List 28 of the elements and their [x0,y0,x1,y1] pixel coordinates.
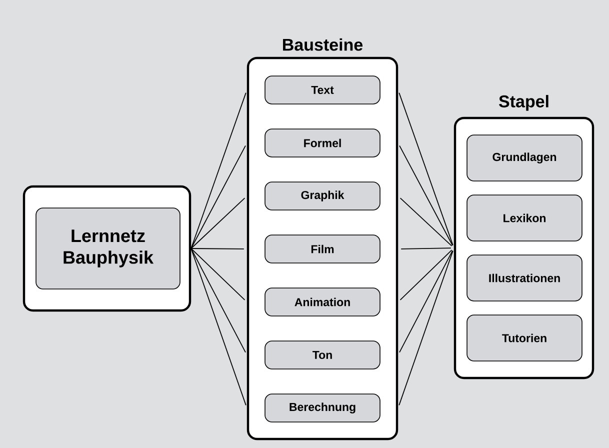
connector-line [190,248,246,353]
connector-line [400,248,452,250]
connector-line [190,145,246,249]
connector-line [190,248,246,300]
block-box: Lexikon [466,194,582,242]
block-box: Lernnetz Bauphysik [36,208,180,290]
connector-line [190,198,246,249]
block-box: Illustrationen [466,254,582,302]
block-box: Tutorien [466,314,582,362]
block-box: Film [264,234,380,264]
panel-title: Bausteine [283,38,363,51]
connector-line [190,248,246,406]
block-box: Formel [264,128,380,158]
block-box: Graphik [264,182,380,210]
connector-line [190,92,246,249]
connector-line [400,198,452,246]
block-box: Berechnung [264,394,380,422]
connector-line [399,145,453,246]
connector-line [190,248,244,250]
connector-line [400,250,452,300]
connector-line [398,92,454,246]
block-box: Ton [264,340,380,370]
block-box: Text [264,76,380,104]
panel-title: Stapel [498,94,548,111]
connector-line [398,250,454,406]
connector-line [399,250,453,353]
block-box: Animation [264,288,380,316]
block-box: Grundlagen [466,134,582,182]
